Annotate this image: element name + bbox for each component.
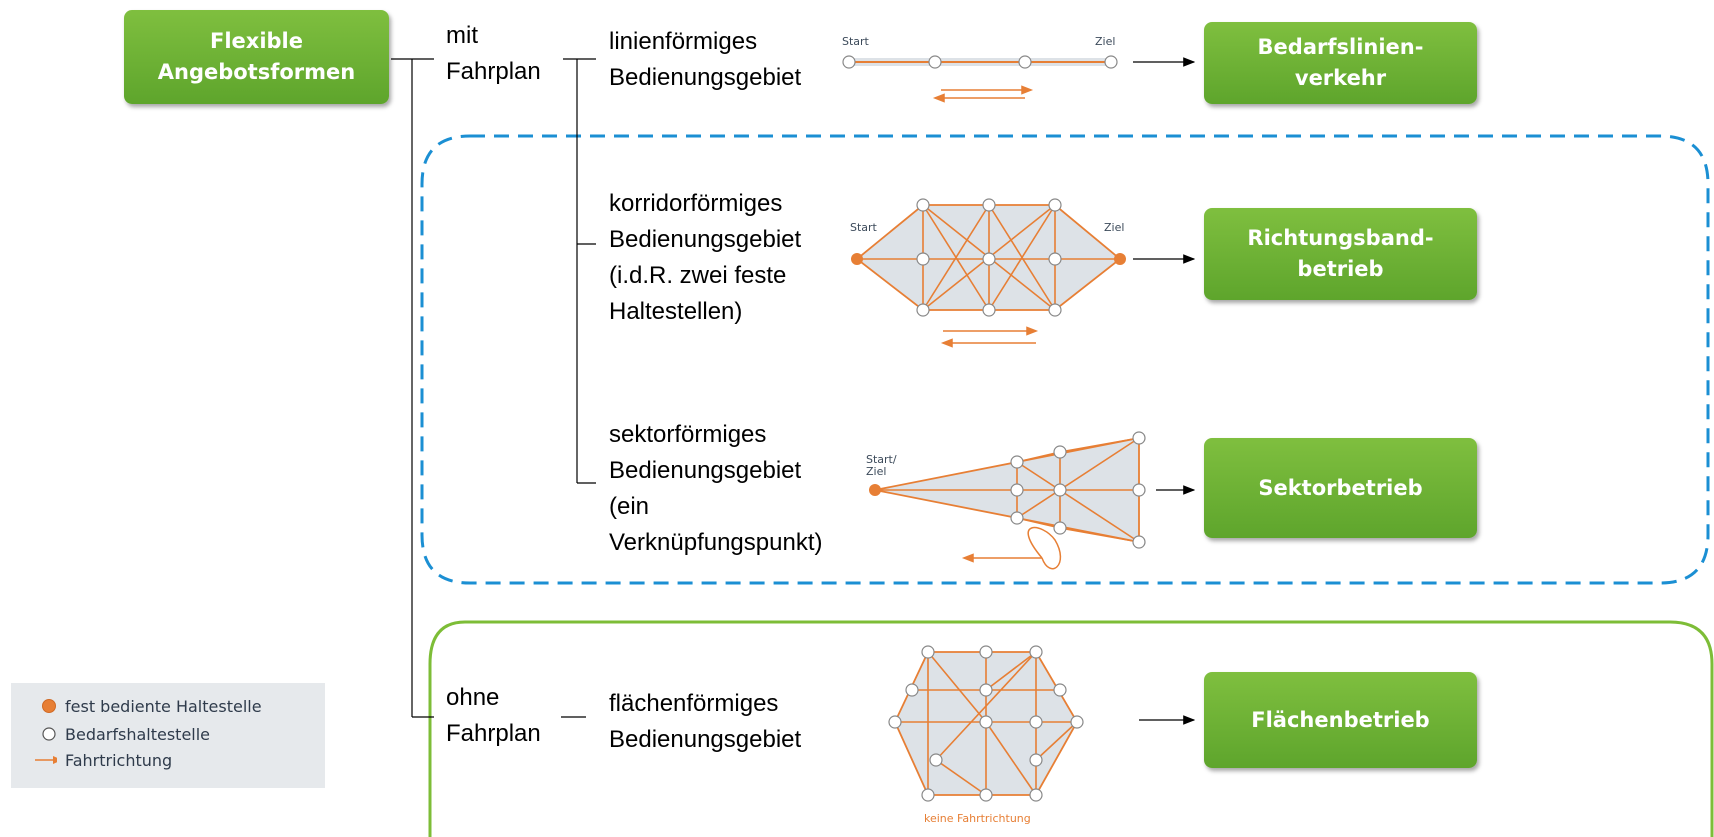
corridor-start-label: Start	[850, 221, 877, 234]
category-sector: sektorförmiges Bedienungsgebiet (ein Ver…	[609, 417, 822, 561]
result-box-flaechenbetrieb: Flächenbetrieb	[1204, 672, 1477, 768]
category-linear-line1: linienförmiges	[609, 28, 758, 55]
result-1-line2: verkehr	[1294, 66, 1387, 90]
result-4-line1: Flächenbetrieb	[1251, 707, 1430, 732]
area-diagram	[888, 645, 1084, 802]
legend-item-bedarfshaltestelle: Bedarfshaltestelle	[41, 723, 210, 745]
branch-ohne-line1: ohne	[446, 684, 500, 711]
result-arrows	[1133, 57, 1196, 725]
legend: fest bediente Haltestelle Bedarfshaltest…	[11, 683, 325, 788]
tree-connectors	[391, 58, 596, 718]
category-area-line2: Bedienungsgebiet	[609, 726, 802, 753]
category-area-line1: flächenförmiges	[609, 690, 779, 717]
category-corridor-line3: (i.d.R. zwei feste	[609, 262, 787, 289]
linear-route-diagram	[842, 55, 1118, 103]
category-linear: linienförmiges Bedienungsgebiet	[609, 24, 801, 96]
root-line2: Angebotsformen	[157, 60, 356, 84]
category-area: flächenförmiges Bedienungsgebiet	[609, 686, 801, 758]
legend-item-fahrtrichtung: Fahrtrichtung	[35, 749, 173, 771]
category-sector-line2: Bedienungsgebiet	[609, 457, 802, 484]
solid-region-border	[428, 620, 1714, 837]
result-2-line1: Richtungsband-	[1247, 226, 1434, 250]
orange-filled-circle-icon	[42, 699, 56, 713]
legend-text-1: fest bediente Haltestelle	[65, 696, 262, 716]
sector-start-label: Start/ Ziel	[866, 454, 897, 478]
result-3-line1: Sektorbetrieb	[1258, 475, 1423, 500]
white-circle-icon	[42, 727, 56, 741]
result-box-richtungsbandbetrieb: Richtungsband- betrieb	[1204, 208, 1477, 300]
linear-ziel-label: Ziel	[1095, 35, 1116, 48]
result-box-bedarfslinienverkehr: Bedarfslinien- verkehr	[1204, 22, 1477, 104]
category-corridor-line2: Bedienungsgebiet	[609, 226, 802, 253]
branch-ohne-line2: Fahrplan	[446, 720, 541, 747]
category-sector-line1: sektorförmiges	[609, 421, 767, 448]
area-note-keine-fahrtrichtung: keine Fahrtrichtung	[924, 812, 1031, 825]
sector-start-line1: Start/	[866, 453, 897, 466]
category-corridor-line4: Haltestellen)	[609, 298, 743, 325]
category-sector-line3: (ein	[609, 493, 650, 520]
sector-start-line2: Ziel	[866, 465, 887, 478]
branch-ohne-fahrplan: ohne Fahrplan	[446, 680, 541, 752]
result-1-line1: Bedarfslinien-	[1257, 35, 1424, 59]
legend-text-2: Bedarfshaltestelle	[65, 724, 211, 744]
sector-diagram	[869, 431, 1146, 570]
branch-mit-line1: mit	[446, 22, 478, 49]
legend-item-fest-bediente-haltestelle: fest bediente Haltestelle	[41, 695, 262, 717]
result-2-line2: betrieb	[1297, 257, 1384, 281]
corridor-ziel-label: Ziel	[1104, 221, 1125, 234]
orange-arrow-icon	[35, 756, 57, 764]
category-linear-line2: Bedienungsgebiet	[609, 64, 802, 91]
corridor-diagram	[851, 198, 1126, 348]
linear-start-label: Start	[842, 35, 869, 48]
root-box-flexible-angebotsformen: Flexible Angebotsformen	[124, 10, 389, 104]
branch-mit-fahrplan: mit Fahrplan	[446, 18, 541, 90]
root-line1: Flexible	[209, 29, 303, 53]
legend-text-3: Fahrtrichtung	[65, 750, 173, 770]
branch-mit-line2: Fahrplan	[446, 58, 541, 85]
category-corridor-line1: korridorförmiges	[609, 190, 783, 217]
category-corridor: korridorförmiges Bedienungsgebiet (i.d.R…	[609, 186, 801, 330]
category-sector-line4: Verknüpfungspunkt)	[609, 529, 823, 556]
result-box-sektorbetrieb: Sektorbetrieb	[1204, 438, 1477, 538]
